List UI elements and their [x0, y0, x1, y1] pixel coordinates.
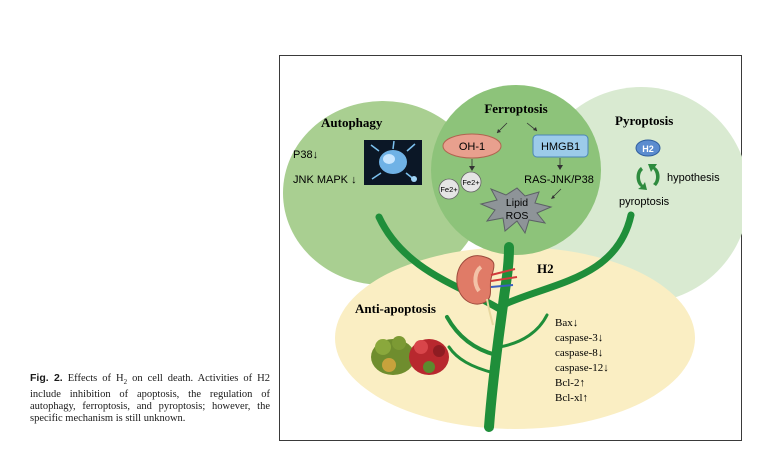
anti-apoptosis-marker-bcl2: Bcl-2↑	[555, 377, 585, 389]
arrow-to-oh1-head	[497, 129, 501, 133]
hmgb1-node	[532, 134, 589, 158]
anti-apoptosis-marker-caspase12: caspase-12↓	[555, 362, 609, 374]
cell-death-diagram: Autophagy P38↓ JNK MAPK ↓ Ferroptosis OH…	[283, 85, 742, 432]
ros-label: ROS	[506, 210, 529, 222]
hypothesis-label: hypothesis	[667, 172, 720, 184]
refresh-cycle-icon	[636, 164, 660, 190]
caption-label: Fig. 2.	[30, 372, 63, 384]
arrow-to-hmgb1-head	[533, 127, 537, 131]
h2-badge	[635, 139, 661, 157]
oh1-node	[442, 133, 502, 159]
kidney-icon	[456, 255, 518, 326]
fe2-node-left	[438, 178, 460, 200]
pyroptosis-label: pyroptosis	[619, 196, 670, 208]
h2-badge-label: H2	[642, 144, 654, 154]
pyroptosis-title: Pyroptosis	[615, 113, 673, 128]
anti-apoptosis-marker-bax: Bax↓	[555, 317, 578, 329]
caption-text-start: Effects of H	[62, 373, 124, 384]
anti-apoptosis-ellipse	[335, 247, 695, 429]
red-vegetable-icon	[409, 339, 449, 375]
autophagy-marker-jnk: JNK MAPK ↓	[293, 174, 357, 186]
leaf-branch-3	[497, 313, 549, 349]
anti-apoptosis-marker-caspase8: caspase-8↓	[555, 347, 603, 359]
ras-jnk-label: RAS-JNK/P38	[524, 174, 594, 186]
arrow-hmgb1-down-head	[557, 165, 563, 170]
leaf-branch-2	[447, 345, 496, 375]
arrow-oh1-down-head	[469, 166, 475, 171]
broccoli-icon	[371, 336, 415, 375]
ferroptosis-title: Ferroptosis	[484, 101, 547, 116]
ferroptosis-circle	[431, 85, 601, 255]
autophagy-marker-p38: P38↓	[293, 149, 318, 161]
figure-frame	[279, 55, 742, 441]
fe2-label-left: Fe2+	[440, 185, 458, 194]
fe2-label-right: Fe2+	[462, 178, 480, 187]
autophagy-circle	[283, 101, 483, 285]
lipid-label: Lipid	[506, 197, 528, 209]
arrow-ras-to-ros-head	[551, 195, 555, 199]
autophagy-title: Autophagy	[321, 115, 383, 130]
caption-subscript: 2	[123, 378, 128, 387]
anti-apoptosis-marker-caspase3: caspase-3↓	[555, 332, 603, 344]
hmgb1-label: HMGB1	[541, 141, 580, 153]
anti-apoptosis-marker-bclxl: Bcl-xl↑	[555, 392, 588, 404]
h2-center-label: H2	[537, 261, 554, 276]
pyroptosis-branch	[499, 211, 635, 309]
fe2-node-right	[460, 171, 482, 193]
arrow-ras-to-ros	[552, 188, 562, 198]
cell-image-icon	[364, 140, 422, 185]
oh1-label: OH-1	[459, 141, 485, 153]
caption-text-end: on cell death. Activities of H2 include …	[30, 373, 270, 425]
lipid-ros-burst	[479, 187, 553, 235]
leaf-branch-1	[445, 315, 498, 357]
anti-apoptosis-title: Anti-apoptosis	[355, 301, 436, 316]
figure-caption: Fig. 2. Effects of H2 on cell death. Act…	[30, 372, 270, 426]
